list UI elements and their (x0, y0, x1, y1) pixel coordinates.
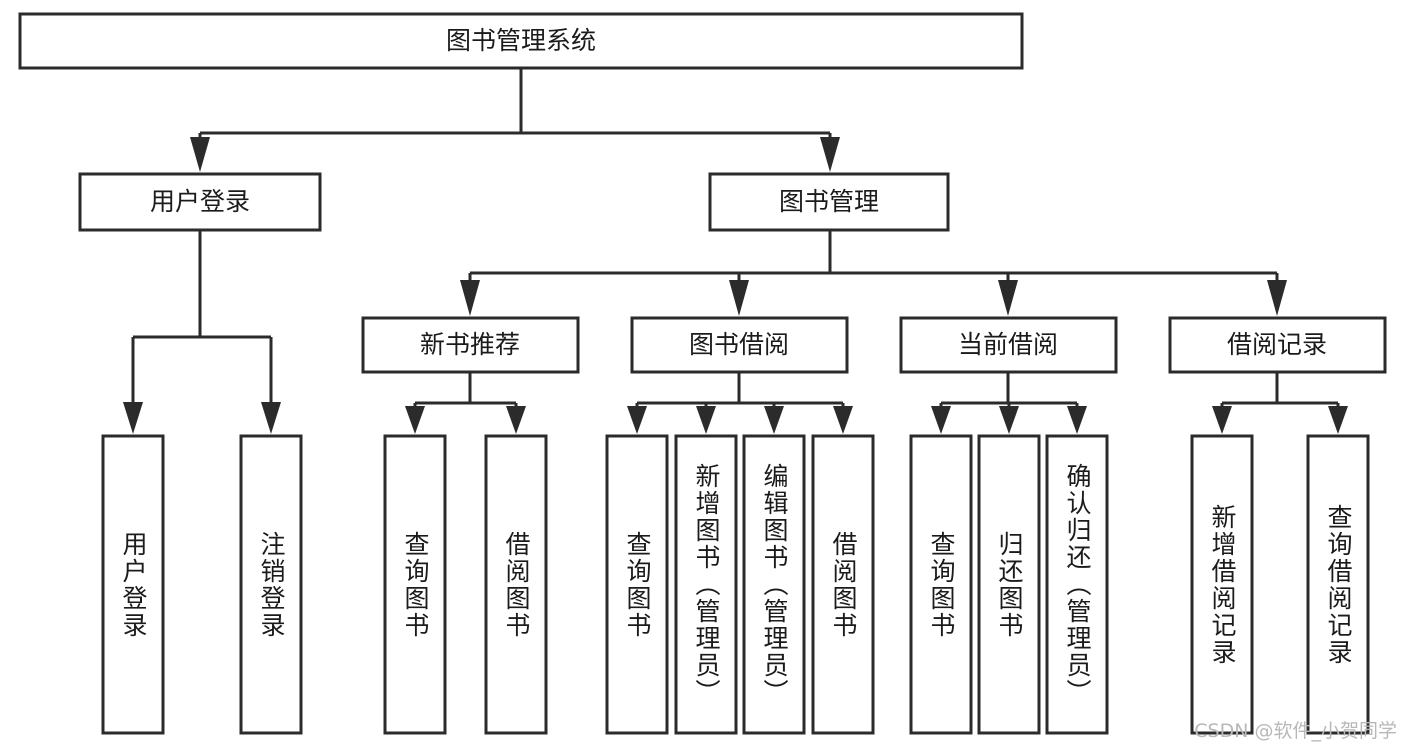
arrowhead-borrow-record (1267, 280, 1287, 316)
node-user-login-box[interactable] (78, 172, 322, 232)
node-borrow-record-label: 借阅记录 (1227, 330, 1327, 359)
leaf-currentborrow-confirm-box[interactable] (1045, 434, 1109, 735)
horizontal-labels-layer: 图书管理系统 用户登录 图书管理 新书推荐 图书借阅 当前借阅 借阅记录 (150, 26, 1327, 359)
leaf-newbook-borrow-box[interactable] (484, 434, 548, 735)
arrowhead-bookborrow-leaf-2 (696, 406, 716, 434)
arrowhead-leaf-logout (261, 402, 281, 434)
arrowhead-currentborrow-leaf-3 (1067, 406, 1087, 434)
leaf-currentborrow-query-label: 查询图书 (927, 530, 956, 639)
arrowhead-current-borrow (998, 280, 1018, 316)
leaf-bookborrow-borrow-label: 借阅图书 (829, 530, 858, 639)
leaf-user-login-box[interactable] (101, 434, 165, 735)
connectors-layer (123, 68, 1348, 434)
node-root-box[interactable] (18, 12, 1024, 70)
leaf-currentborrow-return-box[interactable] (977, 434, 1041, 735)
node-root-label: 图书管理系统 (446, 26, 596, 55)
node-new-book-recommend-box[interactable] (361, 316, 580, 374)
node-borrow-record-box[interactable] (1168, 316, 1387, 374)
leaf-currentborrow-confirm-label: 确认归还（管理员） (1063, 463, 1092, 706)
arrowhead-bookborrow-leaf-4 (833, 406, 853, 434)
leaf-borrowrecord-query-box[interactable] (1306, 434, 1370, 735)
leaf-currentborrow-query-box[interactable] (909, 434, 973, 735)
leaf-user-login-label: 用户登录 (119, 530, 148, 639)
leaf-bookborrow-query-box[interactable] (605, 434, 669, 735)
leaf-logout-label: 注销登录 (257, 530, 286, 639)
leaf-bookborrow-add-label: 新增图书（管理员） (692, 463, 721, 706)
leaf-newbook-query-box[interactable] (383, 434, 447, 735)
leaf-logout-box[interactable] (239, 434, 303, 735)
leaf-bookborrow-add-box[interactable] (674, 434, 738, 735)
node-user-login-label: 用户登录 (150, 187, 250, 216)
csdn-watermark: CSDN @软件_小贺同学 (1194, 720, 1397, 742)
arrowhead-newbook-leaf-1 (405, 406, 425, 434)
leaf-borrowrecord-add-label: 新增借阅记录 (1208, 503, 1237, 666)
arrowhead-book-borrow (729, 280, 749, 316)
leaf-bookborrow-edit-box[interactable] (742, 434, 806, 735)
node-book-borrow-label: 图书借阅 (689, 330, 789, 359)
node-book-manage-label: 图书管理 (779, 187, 879, 216)
leaf-borrowrecord-query-label: 查询借阅记录 (1324, 503, 1353, 666)
node-book-manage-box[interactable] (708, 172, 950, 232)
leaf-bookborrow-query-label: 查询图书 (623, 530, 652, 639)
arrowhead-leaf-user-login (123, 402, 143, 434)
arrowhead-user-login (190, 137, 210, 172)
leaf-newbook-query-label: 查询图书 (401, 530, 430, 639)
node-new-book-recommend-label: 新书推荐 (420, 330, 520, 359)
node-current-borrow-label: 当前借阅 (958, 330, 1058, 359)
arrowhead-bookborrow-leaf-3 (764, 406, 784, 434)
arrowhead-new-book-recommend (460, 280, 480, 316)
leaf-currentborrow-return-label: 归还图书 (995, 530, 1024, 639)
arrowhead-borrowrecord-leaf-1 (1212, 406, 1232, 434)
arrowhead-book-manage (820, 137, 840, 172)
leaf-bookborrow-edit-label: 编辑图书（管理员） (760, 463, 789, 706)
arrowhead-currentborrow-leaf-2 (999, 406, 1019, 434)
node-book-borrow-box[interactable] (630, 316, 849, 374)
arrowhead-borrowrecord-leaf-2 (1328, 406, 1348, 434)
nodes-layer (18, 12, 1387, 735)
leaf-newbook-borrow-label: 借阅图书 (502, 530, 531, 639)
arrowhead-currentborrow-leaf-1 (931, 406, 951, 434)
arrowhead-bookborrow-leaf-1 (627, 406, 647, 434)
arrowhead-newbook-leaf-2 (506, 406, 526, 434)
leaf-bookborrow-borrow-box[interactable] (811, 434, 875, 735)
node-current-borrow-box[interactable] (899, 316, 1118, 374)
leaf-borrowrecord-add-box[interactable] (1190, 434, 1254, 735)
